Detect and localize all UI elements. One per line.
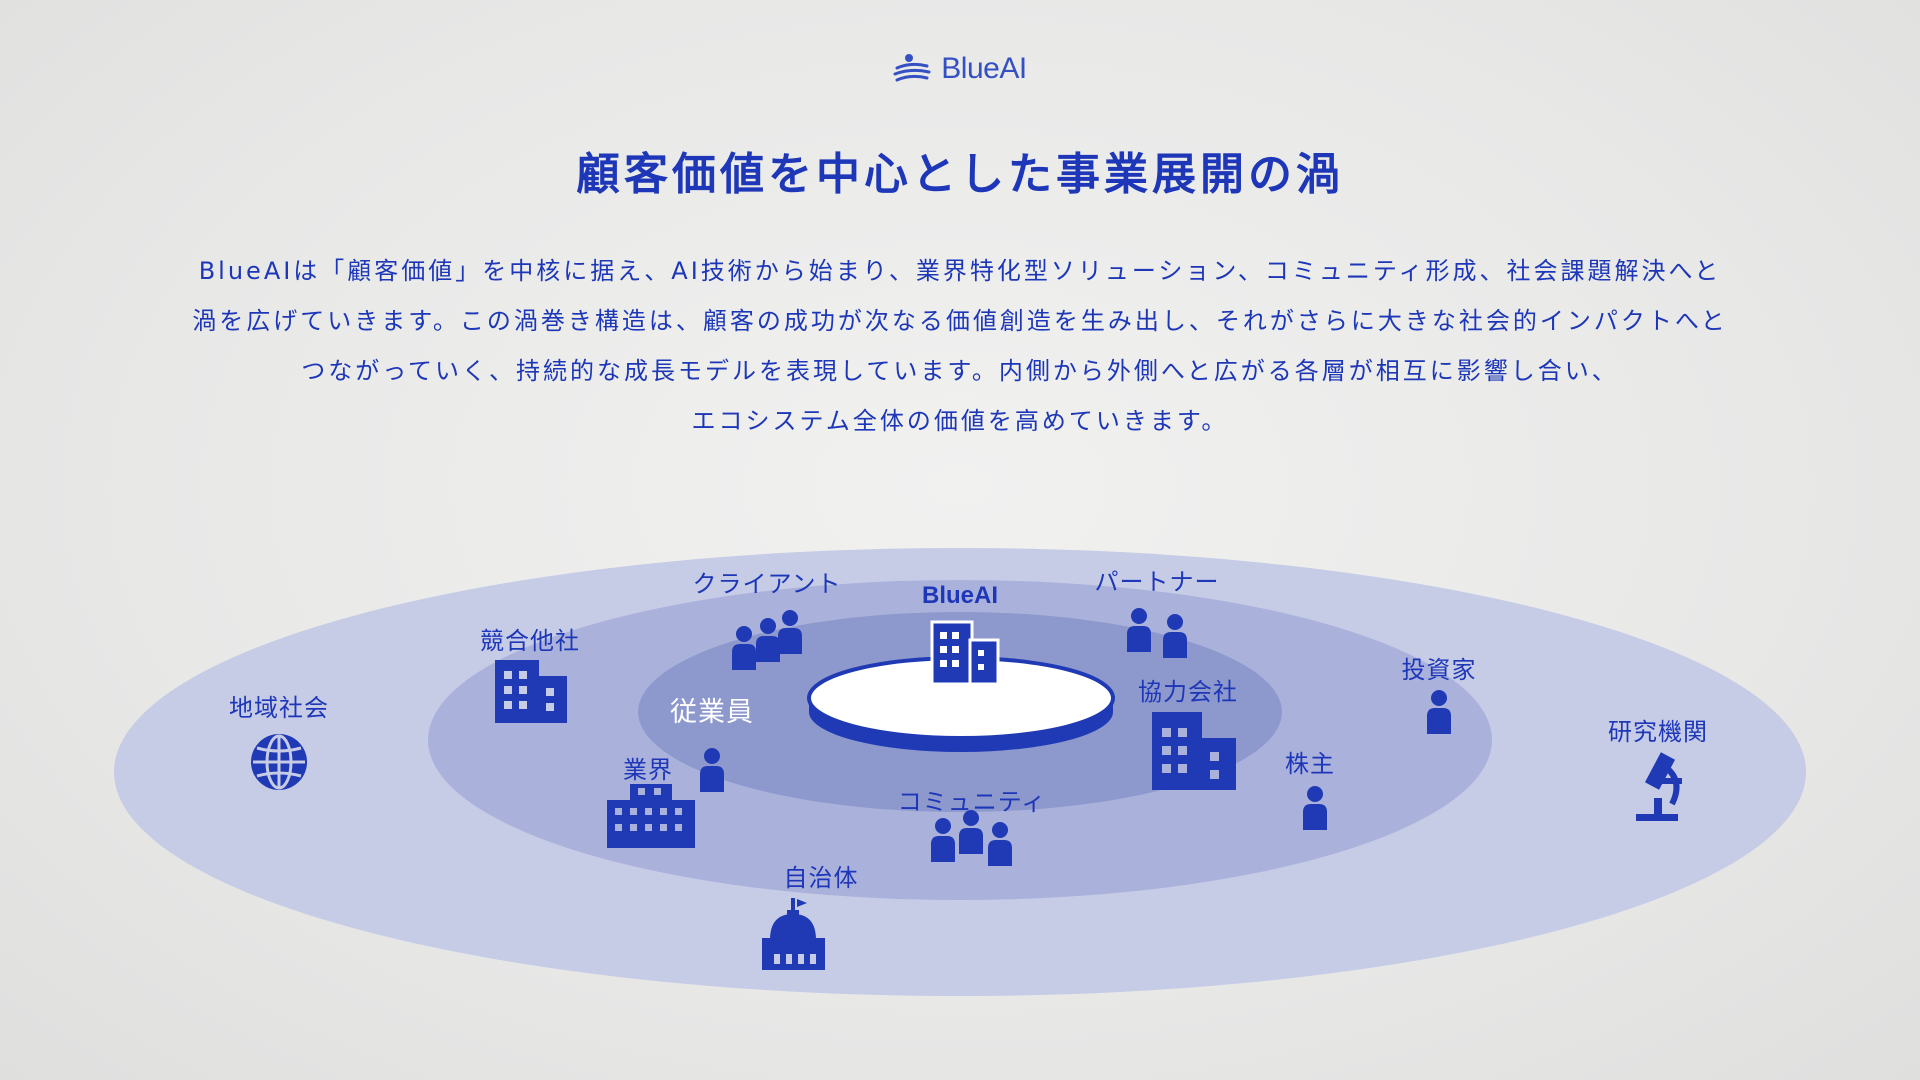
description-line: BlueAIは「顧客価値」を中核に据え、AI技術から始まり、業界特化型ソリューシ… xyxy=(198,257,1722,285)
globe-icon xyxy=(251,734,307,790)
brand-logo: BlueAI xyxy=(0,52,1920,86)
node-label-industry: 業界 xyxy=(623,756,673,784)
brand-name: BlueAI xyxy=(941,52,1027,85)
microscope-icon xyxy=(1636,752,1682,821)
node-label-region: 地域社会 xyxy=(229,694,329,722)
node-label-government: 自治体 xyxy=(783,864,859,892)
node-label-research: 研究機関 xyxy=(1608,718,1708,746)
node-label-investor: 投資家 xyxy=(1401,656,1477,684)
core-disc xyxy=(807,656,1115,752)
blueai-logo-icon xyxy=(893,54,931,82)
node-label-client: クライアント xyxy=(692,570,842,598)
node-label-cooperator: 協力会社 xyxy=(1138,678,1238,706)
description-line: つながっていく、持続的な成長モデルを表現しています。内側から外側へと広がる各層が… xyxy=(301,357,1619,385)
building-icon xyxy=(495,660,567,723)
node-label-partner: パートナー xyxy=(1094,568,1220,596)
node-label-shareholder: 株主 xyxy=(1285,750,1335,778)
office-building-icon xyxy=(930,620,1000,686)
description: BlueAIは「顧客価値」を中核に据え、AI技術から始まり、業界特化型ソリューシ… xyxy=(120,246,1800,446)
node-label-employee: 従業員 xyxy=(670,697,754,728)
building-icon xyxy=(1152,712,1236,790)
page-title: 顧客価値を中心とした事業展開の渦 xyxy=(576,149,1344,200)
core-label: BlueAI xyxy=(921,582,999,609)
capitol-dome-icon xyxy=(762,898,825,970)
description-line: エコシステム全体の価値を高めていきます。 xyxy=(691,407,1229,435)
description-line: 渦を広げていきます。この渦巻き構造は、顧客の成功が次なる価値創造を生み出し、それ… xyxy=(192,307,1728,335)
node-label-community: コミュニティ xyxy=(897,788,1047,816)
node-label-competitor: 競合他社 xyxy=(480,627,580,655)
building-wide-icon xyxy=(607,784,695,848)
